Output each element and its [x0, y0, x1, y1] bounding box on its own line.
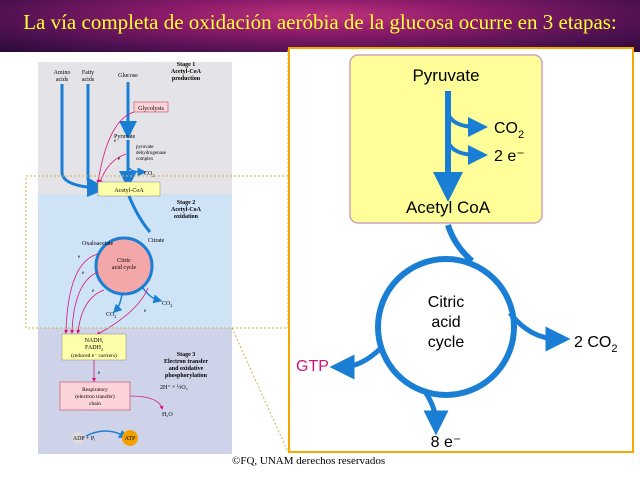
zoom-citric-cycle-circle	[375, 256, 517, 398]
cycle-co2-arrow-1	[142, 287, 163, 304]
zoom-2co2-arrow	[508, 311, 571, 352]
cycle-co2-label-1: CO2	[162, 301, 172, 308]
nadh-box	[61, 333, 127, 361]
zoom-cycle-label-1: Citric	[428, 294, 464, 311]
electron-arrow-cycle-3	[76, 289, 105, 334]
stage3-sub3: phosphorylation	[165, 373, 208, 379]
pyruvate-label: Pyruvate	[114, 134, 136, 140]
cycle-co2-arrow-2	[112, 293, 123, 314]
adp-circle	[72, 432, 84, 444]
stage2-sub2: oxidation	[174, 214, 199, 220]
co2-label: CO2	[144, 171, 154, 178]
resp-label-1: Respiratory	[82, 387, 108, 393]
resp-label-3: chain	[89, 401, 101, 407]
glycolysis-label: Glycolysis	[138, 106, 164, 112]
zoom-cycle-label-2: acid	[431, 314, 460, 331]
atp-circle	[122, 430, 138, 446]
zoom-acetyl-to-cycle-arrow	[445, 224, 475, 264]
zoom-8e-arrow	[423, 391, 449, 436]
adp-label: ADP + Pᵢ	[73, 436, 96, 442]
stage1-label: Stage 1	[177, 62, 196, 68]
nadh-label-2: FADH2	[85, 345, 103, 352]
pdh-line3: complex	[136, 157, 154, 162]
cycle-label-1: Citric	[117, 258, 131, 264]
zoom-diagram: Pyruvate CO2 2 e⁻ Acetyl CoA Citric acid…	[296, 54, 617, 451]
electron-label-7: e	[98, 371, 101, 376]
zoom-cycle-label-3: cycle	[428, 334, 465, 351]
respiratory-chain-box	[59, 381, 131, 411]
slide-title: La vía completa de oxidación aeróbia de …	[23, 10, 617, 34]
zoom-co2-label: CO2	[494, 120, 524, 141]
zoom-8e-label: 8 e⁻	[431, 434, 462, 451]
title-banner	[0, 0, 640, 52]
electron-label-5: e	[92, 289, 95, 294]
fatty-acids-label: acids	[82, 77, 95, 83]
connector-bottom	[231, 327, 289, 453]
cycle-label-2: acid cycle	[112, 265, 136, 271]
acetyl-coa-label: Acetyl-CoA	[114, 188, 144, 194]
citrate-label: Citrate	[148, 238, 165, 244]
nadh-label-3: (reduced e⁻ carriers)	[71, 352, 117, 359]
electron-label-4: e	[82, 271, 85, 276]
stage3-sub1: Electron transfer	[164, 359, 208, 365]
zoom-2e-label: 2 e⁻	[494, 148, 525, 165]
copyright-notice: ©FQ, UNAM derechos reservados	[232, 455, 386, 467]
electron-arrow-cycle-1	[64, 253, 99, 334]
zoom-co2-branch-arrow	[446, 112, 488, 137]
electron-label-6: e	[144, 309, 147, 314]
fatty-label: Fatty	[82, 70, 94, 76]
zoom-gtp-label: GTP	[296, 358, 329, 375]
oxaloacetate-label: Oxaloacetate	[82, 241, 114, 247]
atp-label: ATP	[125, 436, 136, 442]
stage2-label: Stage 2	[177, 200, 196, 206]
pdh-line1: pyruvate	[136, 145, 154, 150]
cycle-co2-label-2: CO2	[106, 312, 116, 319]
glucose-label: Glucose	[118, 73, 138, 79]
water-label: H₂O	[162, 412, 173, 418]
electron-arrow-glycolysis	[96, 111, 135, 184]
stage1-sub2: production	[172, 76, 201, 82]
co2-branch-arrow	[127, 165, 147, 177]
amino-label: Amino	[54, 70, 71, 76]
electron-label-2: e	[118, 157, 121, 162]
zoom-panel: Pyruvate CO2 2 e⁻ Acetyl CoA Citric acid…	[288, 47, 634, 453]
resp-label-2: (electron transfer)	[75, 393, 115, 400]
stage1-sub1: Acetyl-CoA	[171, 69, 202, 75]
metabolism-overview-diagram: Amino acids Fatty acids Glucose Stage 1 …	[38, 62, 232, 454]
zoom-acetyl-coa-label: Acetyl CoA	[406, 198, 491, 217]
electron-arrow-cycle-4	[96, 287, 149, 335]
glycolysis-box	[133, 101, 169, 113]
zoom-gtp-arrow	[329, 345, 384, 380]
electron-arrow-cycle-2	[70, 271, 99, 334]
oxygen-label: 2H⁺ + ½O₂	[160, 384, 188, 391]
electron-label-1: e	[114, 139, 117, 144]
fatty-acid-arrow	[86, 84, 105, 197]
electron-arrow-pdh	[98, 153, 127, 184]
zoom-pyruvate-label: Pyruvate	[412, 66, 479, 85]
stage2-sub1: Acetyl-CoA	[171, 207, 202, 213]
acetyl-to-cycle-arrow	[127, 195, 152, 233]
amino-acids-label: acids	[56, 77, 69, 83]
oxygen-to-water-arrow	[129, 395, 164, 410]
stage3-label: Stage 3	[177, 352, 196, 358]
stage3-sub2: and oxidative	[169, 366, 204, 372]
pdh-line2: dehydrogenase	[136, 151, 167, 156]
zoom-2co2-label: 2 CO2	[574, 334, 617, 355]
citric-acid-cycle-circle	[94, 236, 154, 296]
zoom-2e-branch-arrow	[446, 140, 488, 165]
atp-synthesis-arrow	[85, 429, 128, 439]
electron-label-3: e	[78, 255, 81, 260]
stage2-highlight-frame	[25, 175, 289, 329]
nadh-label-1: NADH,	[85, 338, 104, 344]
